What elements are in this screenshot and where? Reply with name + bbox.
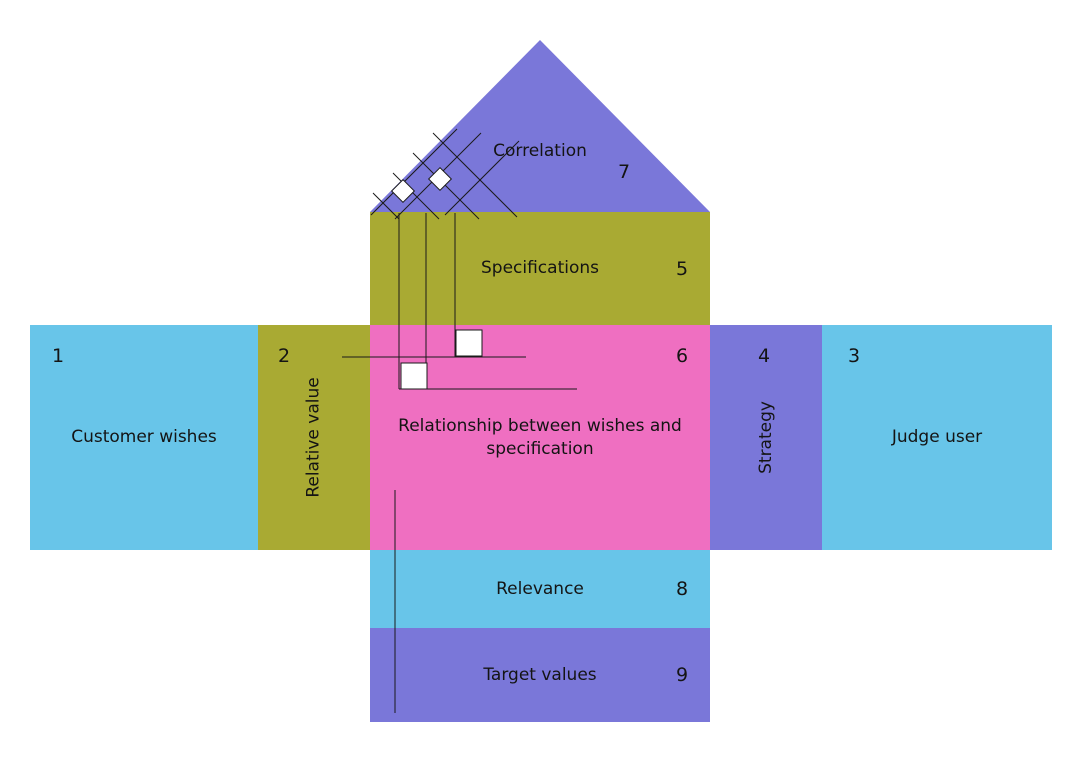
customer-wishes-number: 1 [52,345,65,367]
section-target-values: Target values 9 [370,628,710,722]
strategy-label: Strategy [755,401,776,474]
relevance-number: 8 [676,578,689,600]
customer-wishes-label: Customer wishes [71,427,217,448]
section-strategy: Strategy 4 [710,325,822,550]
strategy-number: 4 [758,345,771,367]
relationship-number: 6 [676,345,689,367]
section-relative-value: Relative value 2 [258,325,370,550]
section-specifications: Specifications 5 [370,212,710,325]
judge-user-number: 3 [848,345,861,367]
section-relevance: Relevance 8 [370,550,710,628]
relative-value-number: 2 [278,345,291,367]
section-customer-wishes: Customer wishes 1 [30,325,258,550]
relationship-label: Relationship between wishes and specific… [398,415,682,459]
specifications-number: 5 [676,258,689,280]
correlation-label: Correlation [493,141,587,161]
relative-value-label: Relative value [303,377,324,498]
correlation-number: 7 [618,161,631,183]
section-relationship-matrix: Relationship between wishes and specific… [370,325,710,550]
target-values-number: 9 [676,664,689,686]
specifications-label: Specifications [480,258,599,279]
relevance-label: Relevance [496,578,584,599]
section-roof-correlation: Correlation 7 [370,40,710,212]
section-judge-user: Judge user 3 [822,325,1052,550]
target-values-label: Target values [483,664,597,685]
judge-user-label: Judge user [891,427,983,448]
